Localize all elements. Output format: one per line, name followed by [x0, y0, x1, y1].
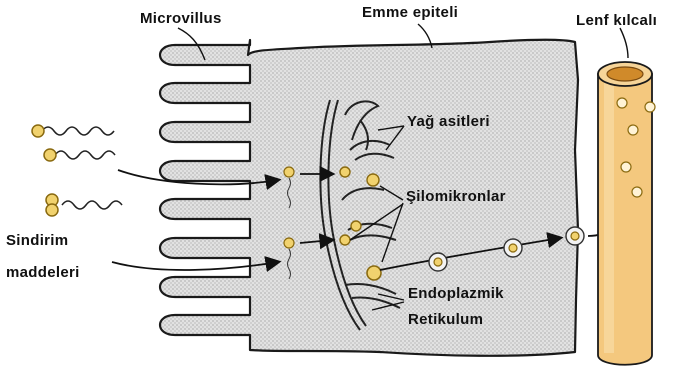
absorptive-epithelium-label: Emme epiteli	[362, 4, 458, 21]
epithelial-cell	[160, 40, 578, 356]
microvillus-label: Microvillus	[140, 10, 222, 27]
lymph-vessel	[598, 62, 655, 365]
lymph-vessel-label: Lenf kılcalı	[576, 12, 657, 29]
chylomicrons-label: Şilomikronlar	[406, 188, 506, 205]
absorbed-droplet	[284, 238, 294, 248]
endoplasmic-label-line2: Retikulum	[408, 311, 483, 328]
endoplasmic-label-line1: Endoplazmik	[408, 285, 504, 302]
nutrient-molecules	[32, 125, 122, 216]
molecule	[46, 194, 122, 216]
fatty-acids-label: Yağ asitleri	[407, 113, 490, 130]
molecule	[32, 125, 114, 137]
digestion-products-label-line2: maddeleri	[6, 264, 80, 281]
absorbed-droplet	[284, 167, 294, 177]
digestion-products-label-line1: Sindirim	[6, 232, 68, 249]
molecule	[44, 149, 115, 161]
